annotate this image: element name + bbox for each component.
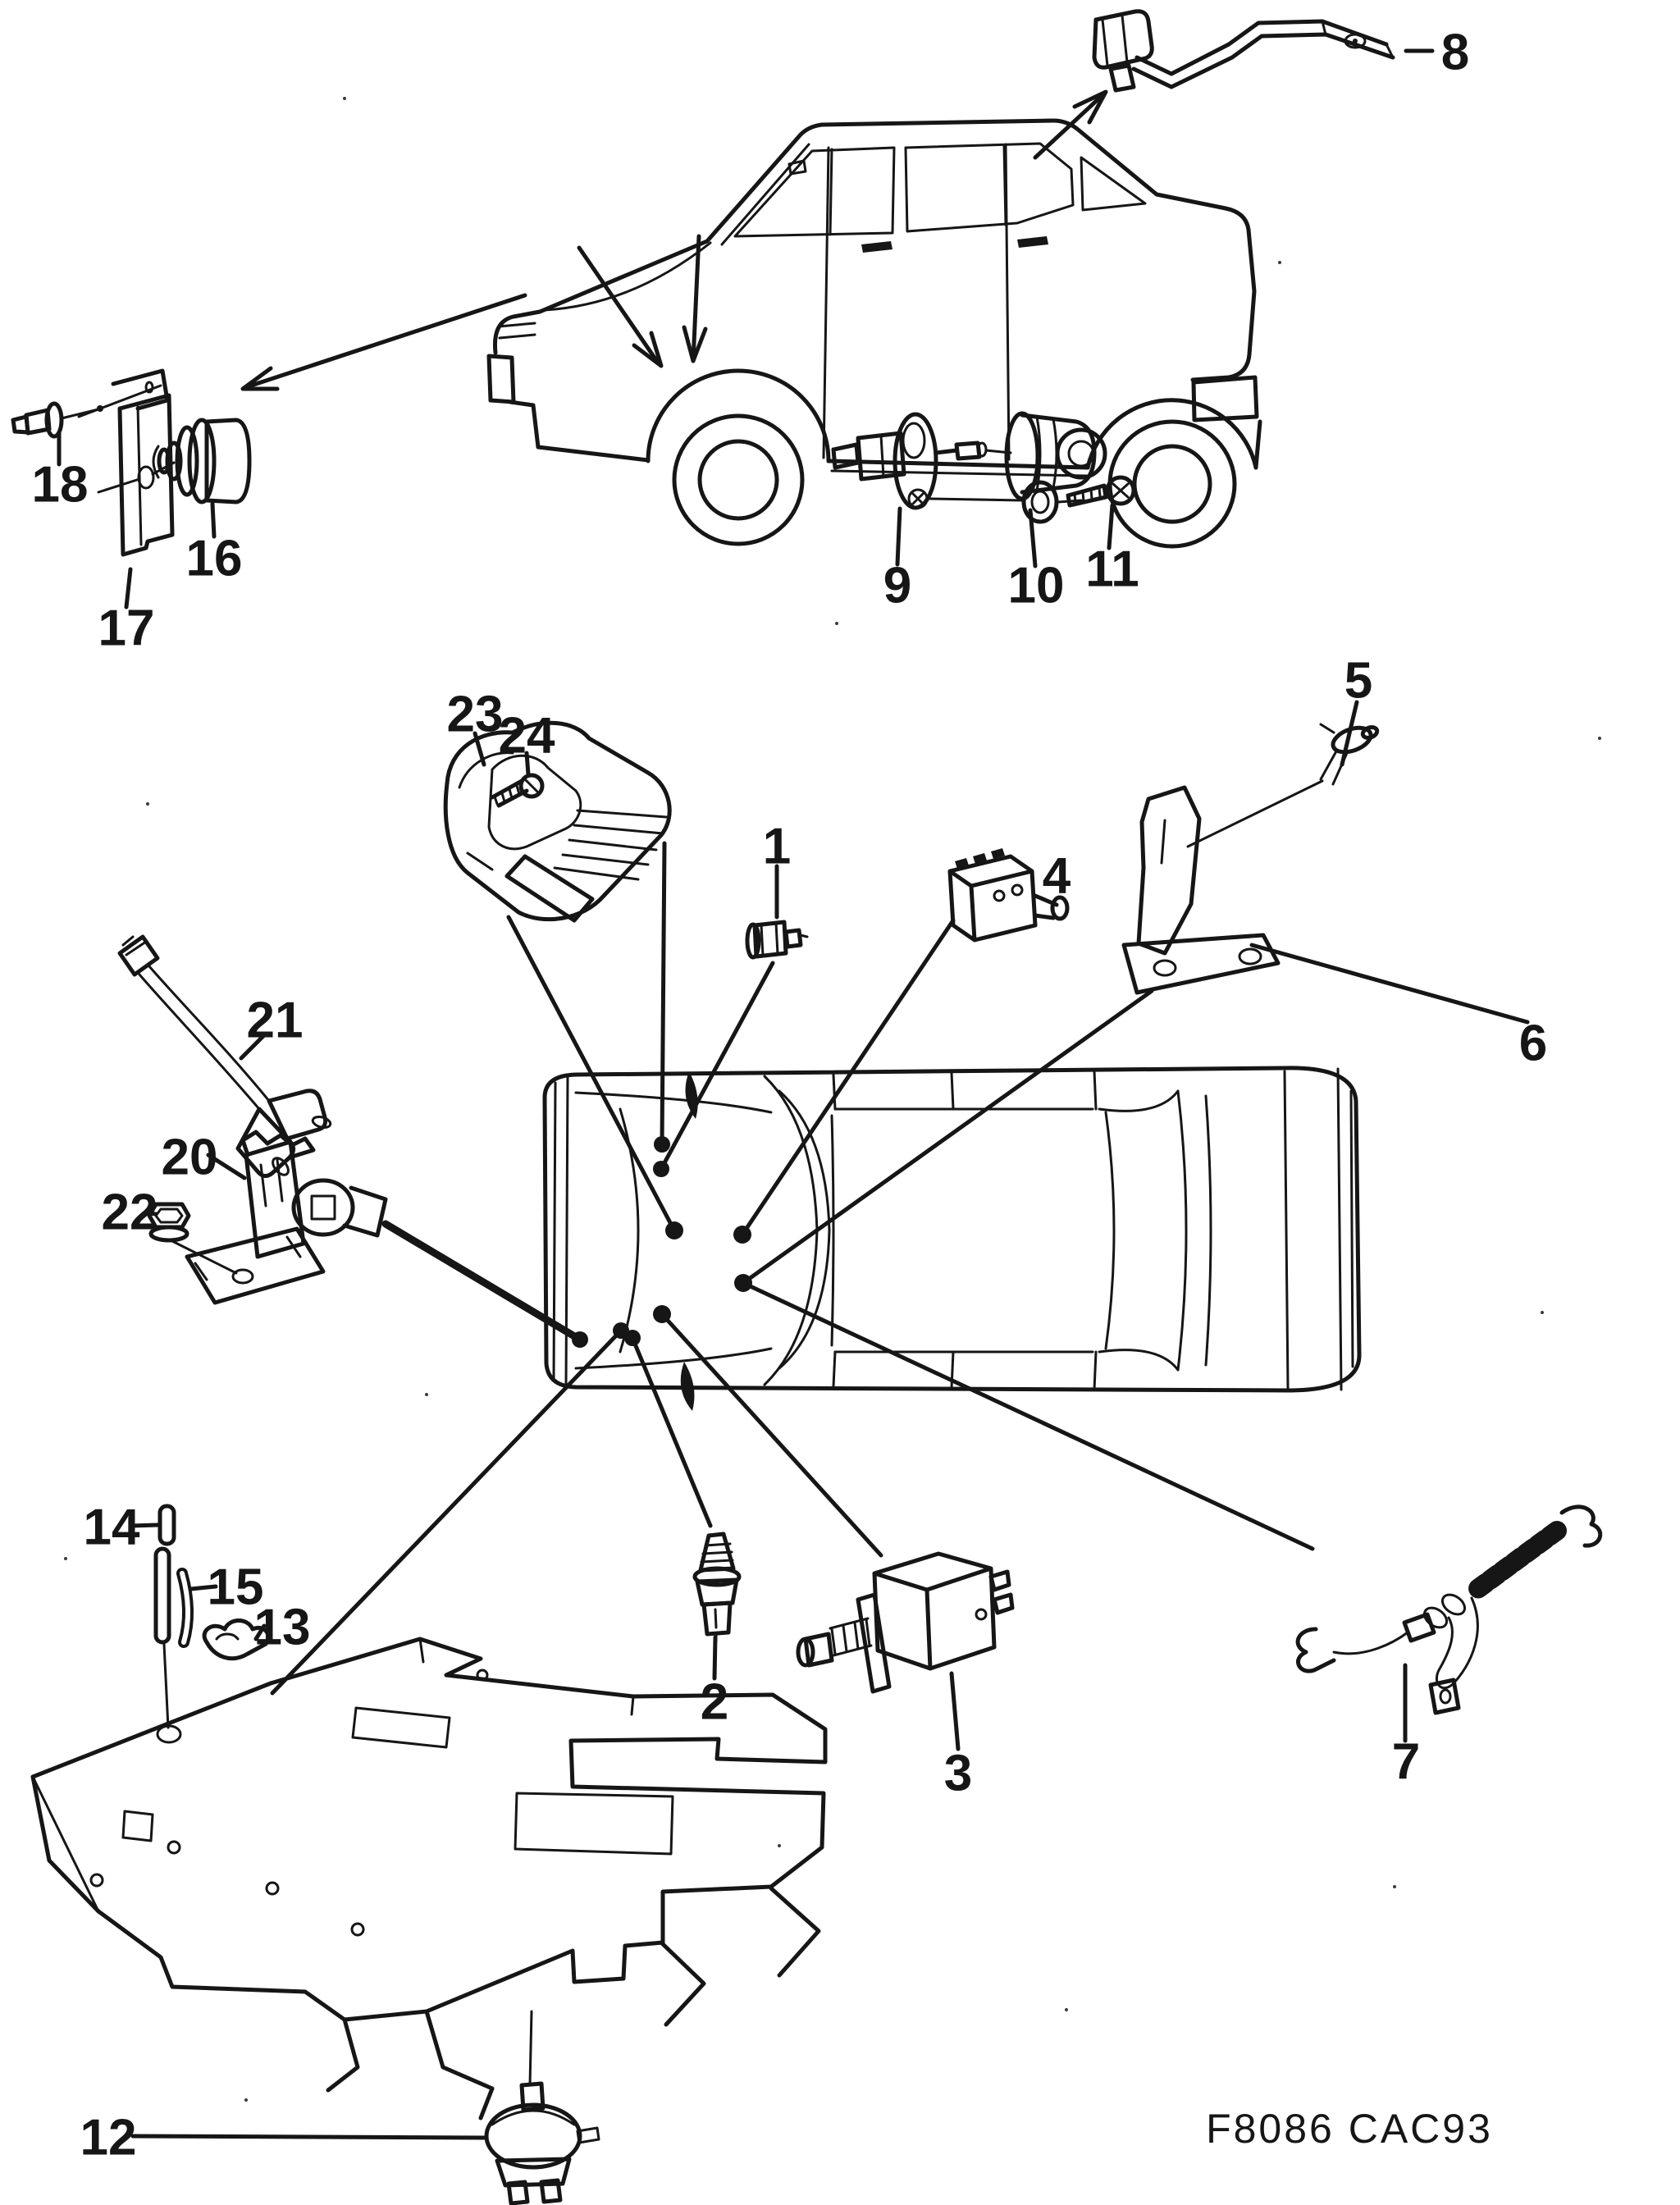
- part-22-nut: [147, 1202, 238, 1275]
- part-2-threaded-switch: [692, 1532, 742, 1642]
- callout-2: 2: [701, 1674, 728, 1731]
- floor-panel: [30, 1637, 828, 2121]
- part-9-door-contact-switch: [831, 412, 1012, 510]
- part-6-l-bracket: [1121, 785, 1281, 995]
- callout-13: 13: [254, 1600, 311, 1656]
- part-8-luggage-lamp-switch: [1092, 9, 1395, 93]
- callout-24: 24: [499, 708, 555, 765]
- callout-15: 15: [208, 1559, 264, 1616]
- part-23-seat-switch-assembly: [443, 720, 672, 923]
- part-13-clip: [202, 1618, 271, 1661]
- part-17-bracket-plate: [77, 368, 175, 557]
- part-12-pressure-switch: [484, 2010, 600, 2205]
- leader-7: [741, 1281, 1315, 1551]
- callout-11: 11: [1085, 541, 1139, 598]
- part-20-mount-bracket: [185, 1130, 388, 1305]
- part-7-wire-with-hooks: [1295, 1504, 1603, 1715]
- part-15-hose: [176, 1568, 194, 1648]
- leader-17: [124, 567, 133, 609]
- callout-9: 9: [883, 558, 911, 614]
- pointer-arrows: [240, 89, 1108, 391]
- part-3-stop-lamp-switch: [796, 1551, 1015, 1694]
- leader-23b: [660, 841, 667, 1147]
- callout-5: 5: [1344, 653, 1372, 710]
- figure-code: F8086 CAC93: [1206, 2106, 1493, 2152]
- part-4-plunger-switch: [947, 848, 1070, 943]
- leader-1: [659, 864, 779, 1171]
- leader-9: [895, 506, 902, 567]
- callout-18: 18: [32, 457, 89, 514]
- part-14-hose-pair: [153, 1504, 176, 1645]
- part-10-rubber-boot: [929, 411, 1107, 524]
- part-24-screw: [490, 773, 545, 808]
- leader-3-label: [949, 1671, 961, 1751]
- leader-2: [630, 1335, 713, 1528]
- callout-6: 6: [1519, 1016, 1547, 1072]
- callout-17: 17: [98, 600, 155, 657]
- leader-21: [239, 1033, 267, 1061]
- leader-2-label: [712, 1635, 718, 1681]
- callout-16: 16: [186, 531, 243, 587]
- part-11-screw: [1066, 475, 1136, 508]
- part-18-rivet: [11, 401, 103, 439]
- leader-6: [741, 988, 1154, 1285]
- leader-5: [1340, 700, 1359, 767]
- callout-1: 1: [763, 819, 791, 875]
- leader-14: [129, 1522, 161, 1528]
- car-side-view: [486, 118, 1262, 549]
- leader-11: [1107, 503, 1115, 550]
- callout-14: 14: [84, 1500, 140, 1556]
- callout-23: 23: [447, 687, 504, 743]
- leader-6-label: [1249, 943, 1530, 1025]
- callout-12: 12: [80, 2110, 137, 2166]
- callout-20: 20: [162, 1130, 218, 1186]
- leader-20-label: [206, 1153, 247, 1180]
- leader-12: [130, 2134, 486, 2140]
- car-top-view: [542, 1066, 1362, 1411]
- callout-7: 7: [1392, 1734, 1420, 1791]
- leader-20: [381, 1220, 584, 1344]
- leader-23a: [506, 915, 677, 1233]
- part-5-sensor-with-clip: [1186, 723, 1380, 848]
- callout-10: 10: [1008, 558, 1065, 614]
- leader-15: [189, 1584, 218, 1591]
- part-1-temperature-switch: [745, 920, 809, 960]
- location-dots: [572, 1136, 752, 1348]
- leader-4: [740, 918, 956, 1237]
- leader-16: [210, 501, 217, 539]
- callout-3: 3: [944, 1746, 972, 1802]
- callout-8: 8: [1441, 25, 1469, 81]
- scan-noise: [64, 97, 1601, 2102]
- part-16-bumper-switch: [151, 418, 252, 504]
- leader-panel: [270, 1328, 623, 1696]
- callout-4: 4: [1043, 848, 1071, 905]
- leader-3: [660, 1312, 883, 1558]
- callout-21: 21: [247, 993, 304, 1049]
- leader-lines: [57, 48, 1530, 2140]
- callout-22: 22: [102, 1185, 158, 1241]
